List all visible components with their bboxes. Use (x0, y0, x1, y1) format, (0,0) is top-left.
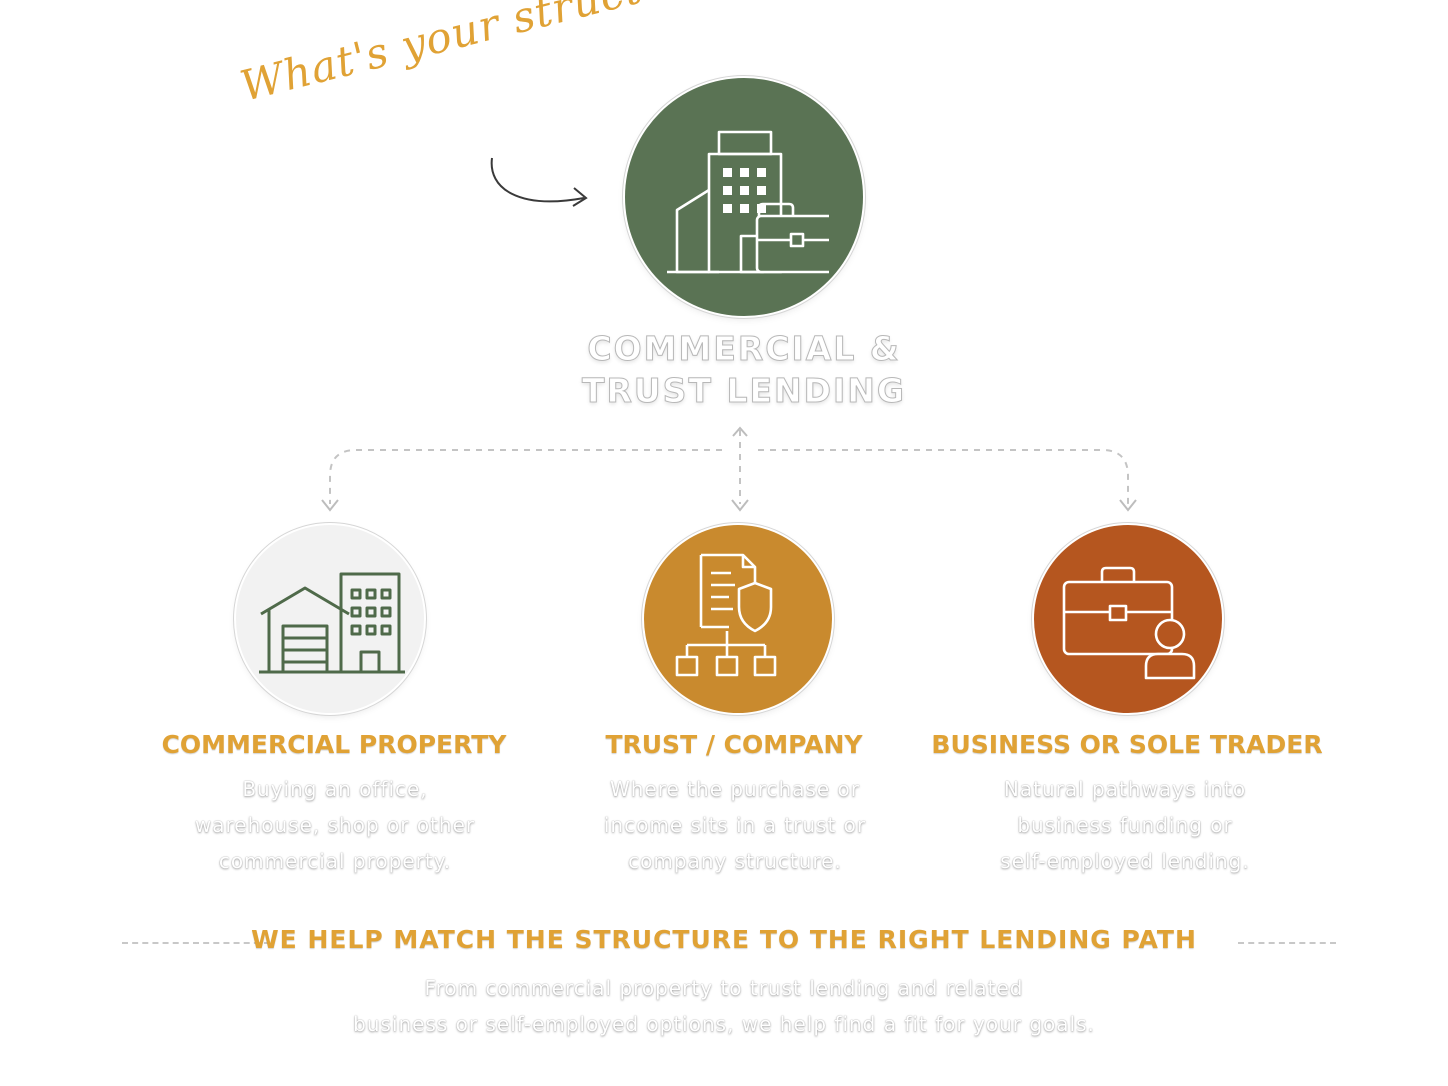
desc-line: income sits in a trust or (603, 813, 867, 837)
business-sole-trader-title: BUSINESS OR SOLE TRADER (931, 730, 1323, 759)
main-title-line1: COMMERCIAL & (587, 329, 901, 369)
trust-company-desc: Where the purchase or income sits in a t… (550, 771, 920, 879)
footer-desc: From commercial property to trust lendin… (200, 970, 1248, 1042)
warehouse-building-icon (259, 572, 405, 674)
desc-line: company structure. (628, 849, 842, 873)
commercial-property-title: COMMERCIAL PROPERTY (161, 730, 507, 759)
desc-line: Natural pathways into (1003, 777, 1247, 801)
desc-line: Buying an office, (242, 777, 428, 801)
business-sole-trader-desc: Natural pathways into business funding o… (940, 771, 1310, 879)
document-shield-structure-icon (675, 553, 777, 677)
commercial-property-desc: Buying an office, warehouse, shop or oth… (150, 771, 520, 879)
desc-line: Where the purchase or (609, 777, 860, 801)
callout-text: What's your structure? (235, 0, 743, 111)
main-title: COMMERCIAL & TRUST LENDING (544, 328, 944, 412)
desc-line: business funding or (1017, 813, 1233, 837)
footer-desc-line: business or self-employed options, we he… (353, 1012, 1095, 1036)
main-title-line2: TRUST LENDING (581, 371, 907, 411)
curved-arrow-icon (490, 157, 588, 207)
trust-company-circle (644, 525, 832, 713)
business-sole-trader-circle (1034, 525, 1222, 713)
trust-company-title: TRUST / COMPANY (605, 730, 863, 759)
commercial-property-circle (236, 525, 424, 713)
commercial-trust-circle (625, 78, 863, 316)
desc-line: self-employed lending. (1000, 849, 1250, 873)
desc-line: commercial property. (218, 849, 452, 873)
footer-divider-left (122, 942, 270, 944)
footer-title: WE HELP MATCH THE STRUCTURE TO THE RIGHT… (251, 925, 1197, 954)
connector-lines (321, 426, 1137, 512)
desc-line: warehouse, shop or other (194, 813, 476, 837)
office-building-briefcase-icon (667, 130, 829, 274)
footer-desc-line: From commercial property to trust lendin… (424, 976, 1024, 1000)
briefcase-person-icon (1062, 566, 1196, 680)
footer-divider-right (1238, 942, 1336, 944)
